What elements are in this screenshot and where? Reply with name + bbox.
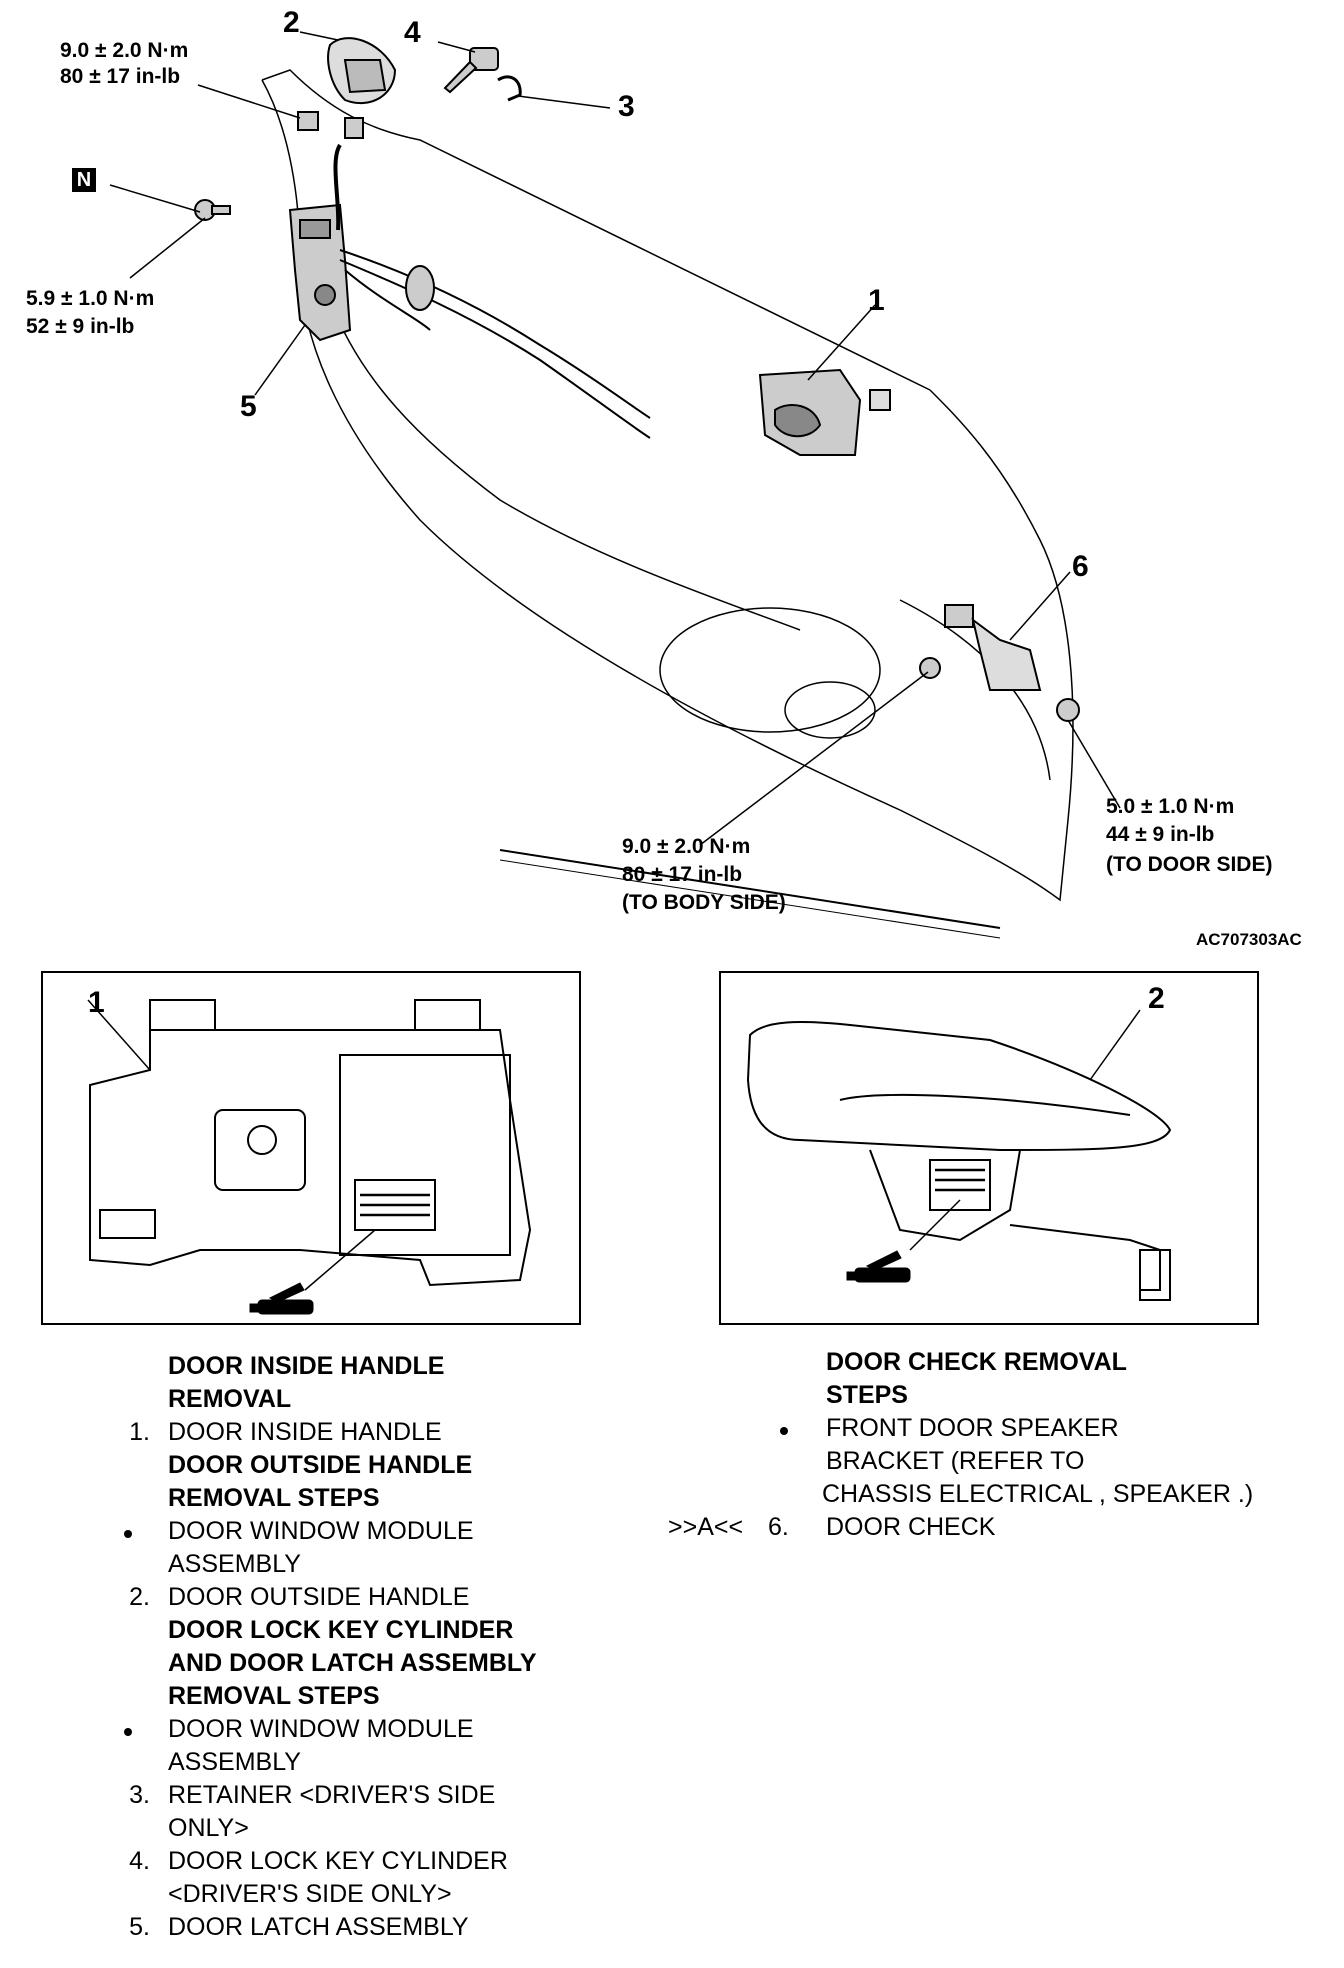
torque-door-note: (TO DOOR SIDE) — [1106, 853, 1273, 876]
step-2: DOOR OUTSIDE HANDLE — [168, 1583, 470, 1611]
callout-6: 6 — [1072, 550, 1089, 583]
bullet-icon — [124, 1728, 132, 1736]
step-speaker-a: FRONT DOOR SPEAKER — [826, 1414, 1119, 1442]
step-num-6: 6. — [768, 1513, 789, 1541]
step-4b: <DRIVER'S SIDE ONLY> — [168, 1880, 452, 1908]
callout-3: 3 — [618, 90, 635, 123]
step-num-2: 2. — [129, 1583, 150, 1611]
procedure-left: DOOR INSIDE HANDLE REMOVAL 1. DOOR INSID… — [120, 1350, 640, 1944]
inset-inside-handle-frame — [41, 971, 581, 1325]
heading-latch-1: DOOR LOCK KEY CYLINDER — [168, 1616, 514, 1644]
torque-top-nm: 9.0 ± 2.0 N·m — [60, 39, 189, 62]
step-window-module-1a: DOOR WINDOW MODULE — [168, 1517, 474, 1545]
retainer-part — [497, 75, 522, 102]
figure-code: AC707303AC — [1196, 930, 1302, 949]
inset-outside-handle-drawing — [746, 1009, 1172, 1301]
new-part-marker: N — [72, 168, 96, 192]
inset1-callout: 1 — [88, 986, 105, 1019]
step-6: DOOR CHECK — [826, 1513, 996, 1541]
torque-body-note: (TO BODY SIDE) — [622, 891, 786, 914]
torque-door-inlb: 44 ± 9 in-lb — [1106, 823, 1215, 846]
inset2-callout: 2 — [1148, 982, 1165, 1015]
outside-handle-part — [327, 37, 397, 105]
step-window-module-2b: ASSEMBLY — [168, 1748, 301, 1776]
heading-door-check-1: DOOR CHECK REMOVAL — [826, 1348, 1127, 1376]
step-speaker-b: BRACKET (REFER TO — [826, 1447, 1085, 1475]
heading-latch-2: AND DOOR LATCH ASSEMBLY — [168, 1649, 537, 1677]
grease-icon-1 — [249, 1282, 314, 1315]
step-1: DOOR INSIDE HANDLE — [168, 1418, 442, 1446]
torque-left-nm: 5.9 ± 1.0 N·m — [26, 287, 155, 310]
inset-outside-handle-frame — [719, 971, 1259, 1325]
bolt-top — [297, 111, 364, 139]
key-cylinder-part — [443, 47, 499, 94]
callout-2: 2 — [283, 6, 300, 39]
inset-inside-handle-drawing — [87, 999, 532, 1291]
bullet-icon — [124, 1530, 132, 1538]
step-num-3: 3. — [129, 1781, 150, 1809]
step-5: DOOR LATCH ASSEMBLY — [168, 1913, 469, 1941]
heading-inside-handle-1: DOOR INSIDE HANDLE — [168, 1352, 445, 1380]
grease-icon-2 — [846, 1250, 911, 1283]
step-window-module-2a: DOOR WINDOW MODULE — [168, 1715, 474, 1743]
callout-1: 1 — [868, 284, 885, 317]
procedure-right: DOOR CHECK REMOVAL STEPS FRONT DOOR SPEA… — [668, 1346, 1308, 1544]
service-point-marker: >>A<< — [668, 1513, 744, 1541]
torque-top-inlb: 80 ± 17 in-lb — [60, 65, 181, 88]
torque-body-inlb: 80 ± 17 in-lb — [622, 863, 743, 886]
door-panel-outline — [261, 79, 1074, 902]
step-3b: ONLY> — [168, 1814, 249, 1842]
inside-handle-part — [758, 368, 891, 456]
callout-4: 4 — [404, 16, 421, 49]
bolt-left — [194, 199, 231, 221]
torque-body-nm: 9.0 ± 2.0 N·m — [622, 835, 751, 858]
heading-inside-handle-2: REMOVAL — [168, 1385, 292, 1413]
heading-outside-handle-1: DOOR OUTSIDE HANDLE — [168, 1451, 473, 1479]
step-4a: DOOR LOCK KEY CYLINDER — [168, 1847, 508, 1875]
torque-door-nm: 5.0 ± 1.0 N·m — [1106, 795, 1235, 818]
step-window-module-1b: ASSEMBLY — [168, 1550, 301, 1578]
step-num-5: 5. — [129, 1913, 150, 1941]
latch-cables — [339, 249, 651, 439]
step-num-4: 4. — [129, 1847, 150, 1875]
bullet-icon — [780, 1427, 788, 1435]
door-latch-part — [288, 203, 352, 342]
step-num-1: 1. — [129, 1418, 150, 1446]
leader-lines — [109, 31, 1121, 846]
callout-5: 5 — [240, 390, 257, 423]
torque-left-inlb: 52 ± 9 in-lb — [26, 315, 135, 338]
heading-door-check-2: STEPS — [826, 1381, 908, 1409]
heading-outside-handle-2: REMOVAL STEPS — [168, 1484, 380, 1512]
heading-latch-3: REMOVAL STEPS — [168, 1682, 380, 1710]
step-3a: RETAINER <DRIVER'S SIDE — [168, 1781, 496, 1809]
speaker-opening — [659, 607, 881, 733]
step-speaker-c: CHASSIS ELECTRICAL , SPEAKER .) — [822, 1480, 1254, 1508]
door-check-part — [919, 604, 1080, 722]
